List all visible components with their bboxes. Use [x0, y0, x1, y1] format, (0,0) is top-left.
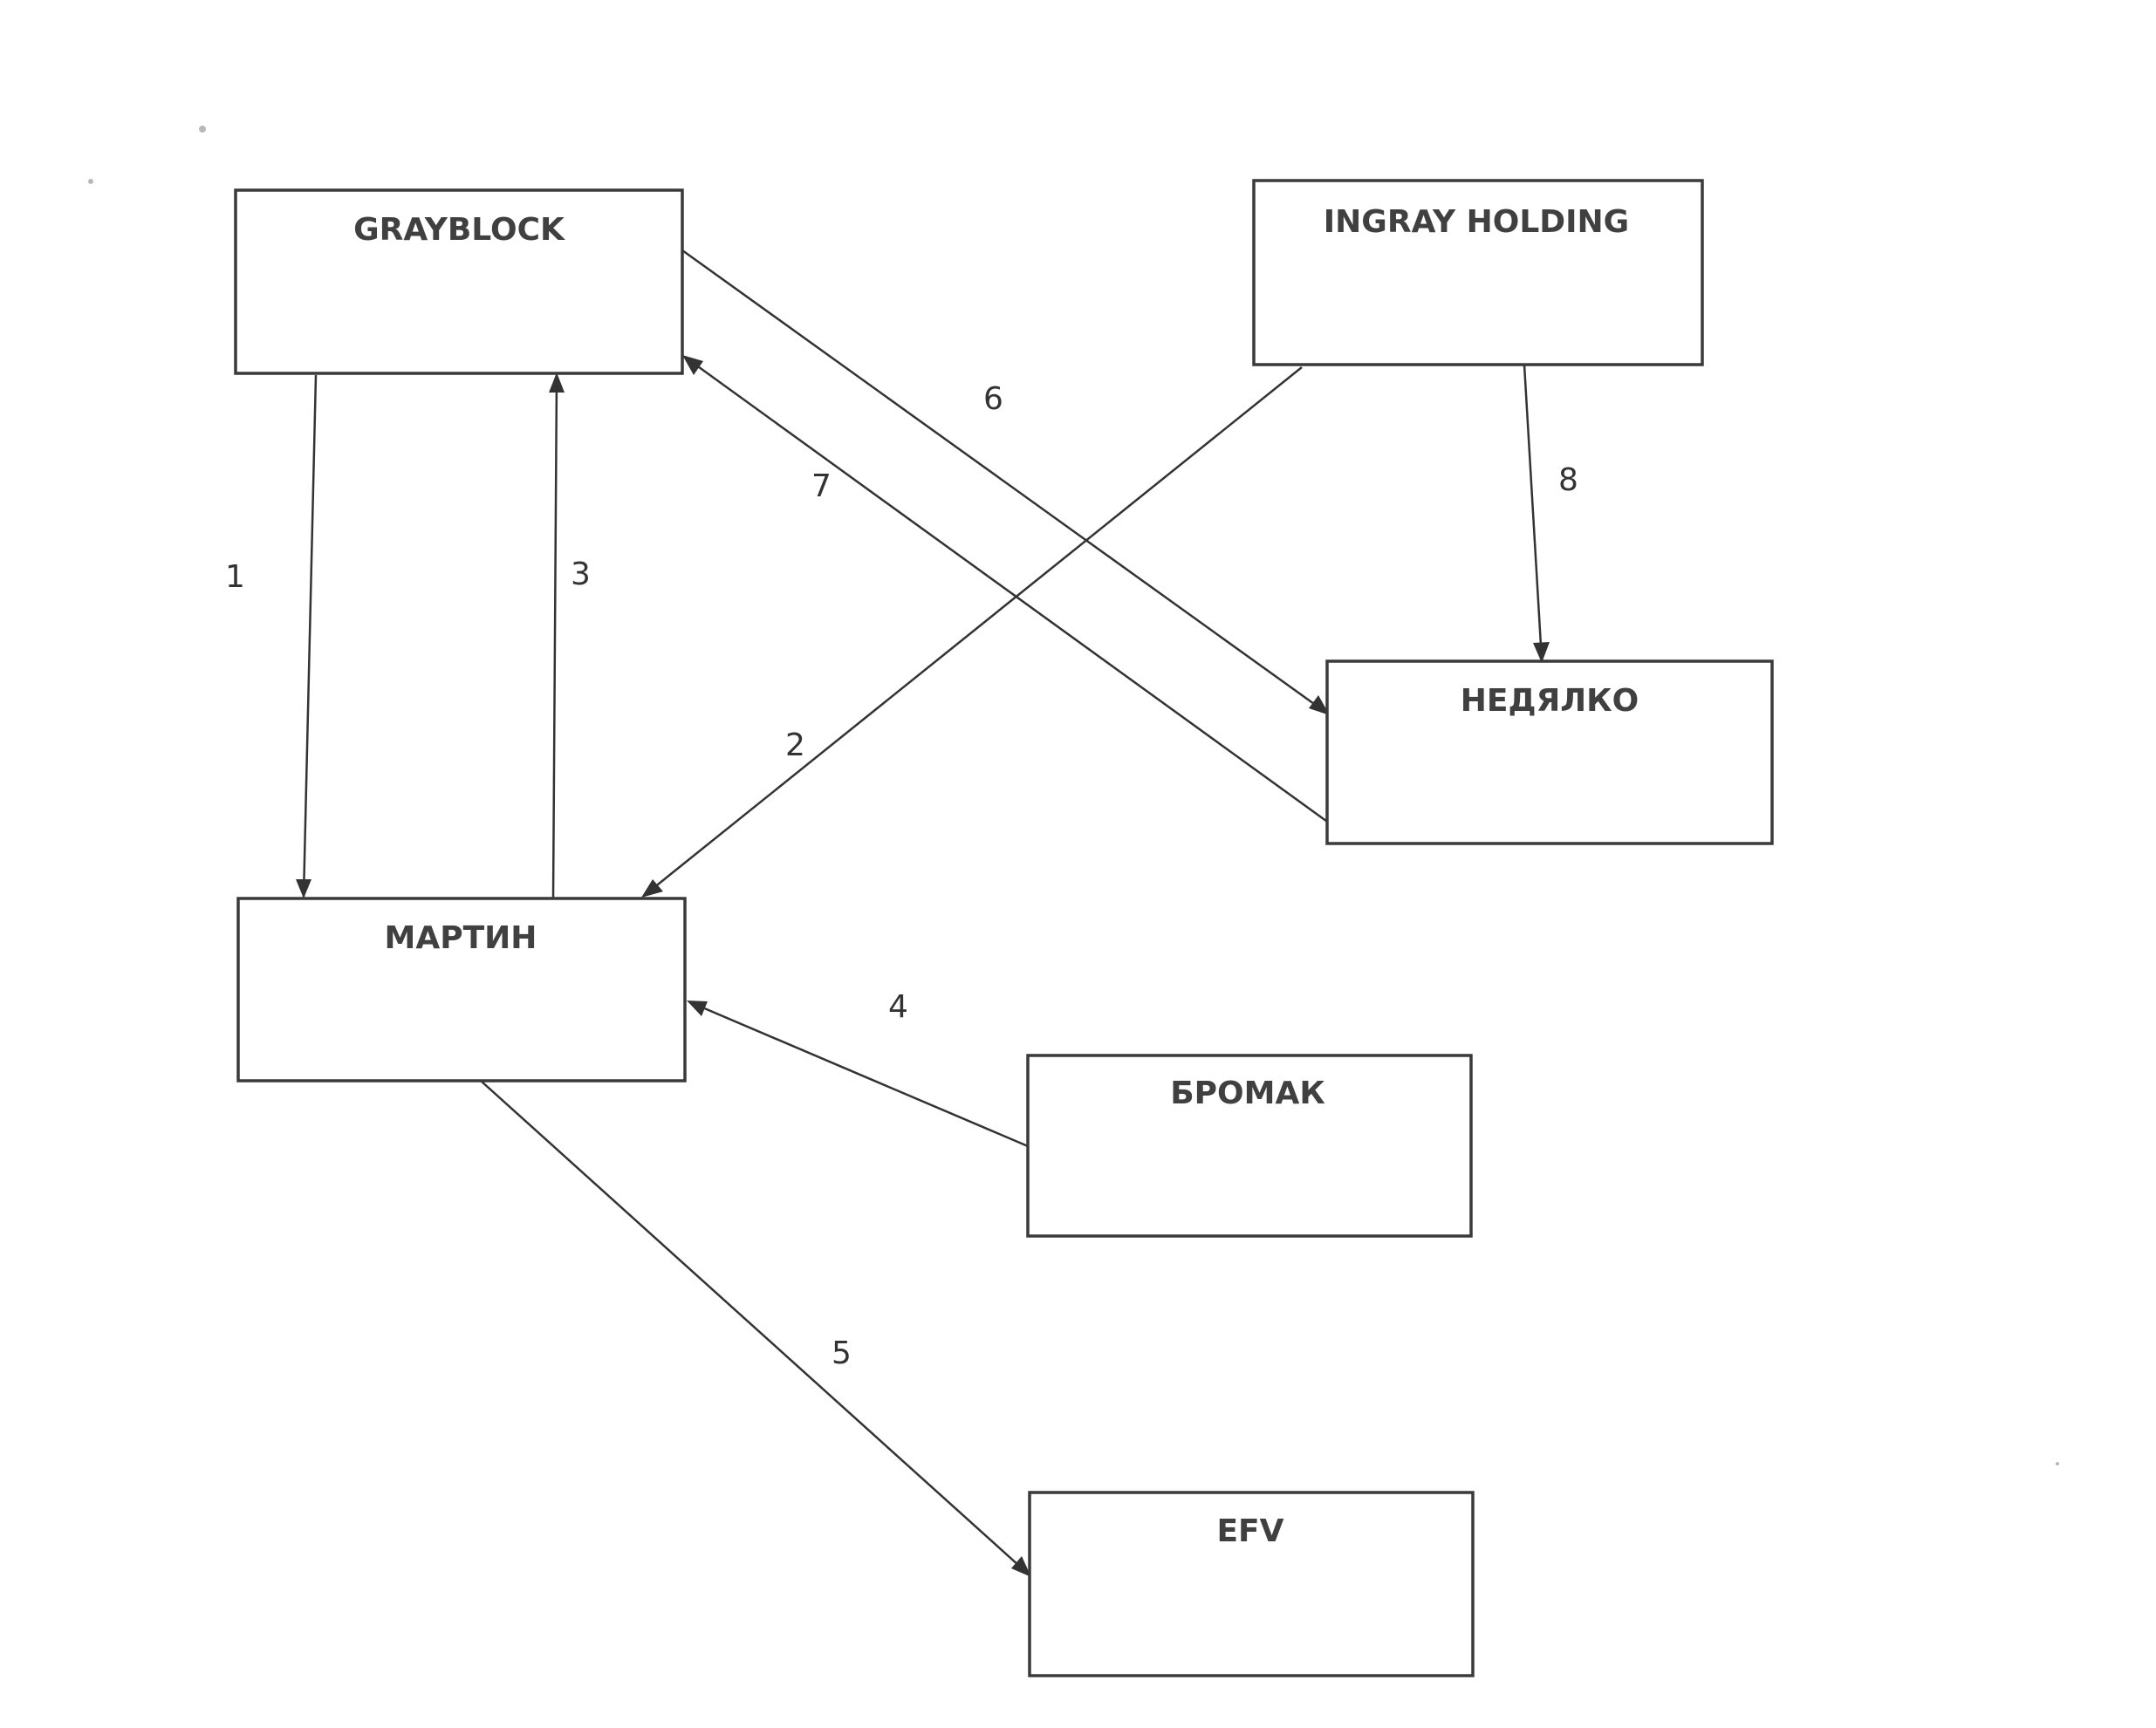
edge-2-label: 2 [785, 727, 805, 763]
nodes-layer: GRAYBLOCK INGRAY HOLDING НЕДЯЛКО МАРТИН … [234, 179, 1774, 1677]
node-efv-label: EFV [1216, 1513, 1283, 1549]
node-efv-box [1028, 1491, 1475, 1677]
edge-6-line [681, 249, 1327, 714]
node-ingray-holding-label: INGRAY HOLDING [1324, 204, 1629, 240]
edge-2-line [644, 366, 1303, 896]
edge-6: 6 [681, 249, 1330, 715]
node-nedyalko-box [1325, 659, 1774, 845]
edge-7: 7 [682, 355, 1331, 825]
edge-3: 3 [549, 372, 591, 899]
edge-1-arrowhead-icon [296, 879, 311, 898]
node-bromak: БРОМАК [1026, 1054, 1473, 1238]
edge-7-line [685, 356, 1331, 825]
edge-6-label: 6 [983, 381, 1003, 417]
edge-2-arrowhead-icon [641, 879, 663, 898]
edge-4-arrowhead-icon [687, 1001, 708, 1016]
edge-8-arrowhead-icon [1533, 642, 1550, 663]
edge-5-arrowhead-icon [1011, 1556, 1031, 1577]
node-grayblock-box [234, 188, 684, 375]
edge-5-line [480, 1080, 1029, 1574]
node-martin-label: МАРТИН [385, 920, 537, 956]
edge-8-label: 8 [1558, 462, 1578, 498]
scan-artifacts [88, 126, 2059, 1465]
edge-1-line [302, 374, 318, 898]
edge-3-arrowhead-icon [549, 372, 565, 393]
edge-3-label: 3 [571, 557, 591, 592]
node-bromak-label: БРОМАК [1170, 1076, 1325, 1111]
node-grayblock-label: GRAYBLOCK [353, 212, 565, 248]
node-nedyalko: НЕДЯЛКО [1325, 659, 1774, 845]
edge-8-line [1523, 364, 1543, 661]
node-martin-box [236, 897, 687, 1083]
node-nedyalko-label: НЕДЯЛКО [1461, 683, 1639, 719]
edge-7-arrowhead-icon [682, 355, 703, 375]
edge-4-label: 4 [888, 989, 908, 1025]
edge-2: 2 [641, 366, 1303, 898]
node-ingray-holding: INGRAY HOLDING [1252, 179, 1704, 366]
edge-4-line [689, 1001, 1029, 1148]
edge-1: 1 [225, 374, 318, 898]
edge-7-label: 7 [811, 468, 832, 504]
node-grayblock: GRAYBLOCK [234, 188, 684, 375]
edge-1-label: 1 [225, 559, 245, 595]
edge-4: 4 [687, 989, 1029, 1148]
edge-3-line [551, 375, 558, 899]
edge-8: 8 [1523, 364, 1578, 663]
node-bromak-box [1026, 1054, 1473, 1238]
edge-6-arrowhead-icon [1309, 695, 1330, 715]
node-efv: EFV [1028, 1491, 1475, 1677]
node-martin: МАРТИН [236, 897, 687, 1083]
edges-layer: 1 2 3 4 5 6 7 [225, 249, 1578, 1577]
edge-5: 5 [480, 1080, 1031, 1577]
edge-5-label: 5 [832, 1335, 852, 1371]
node-ingray-holding-box [1252, 179, 1704, 366]
